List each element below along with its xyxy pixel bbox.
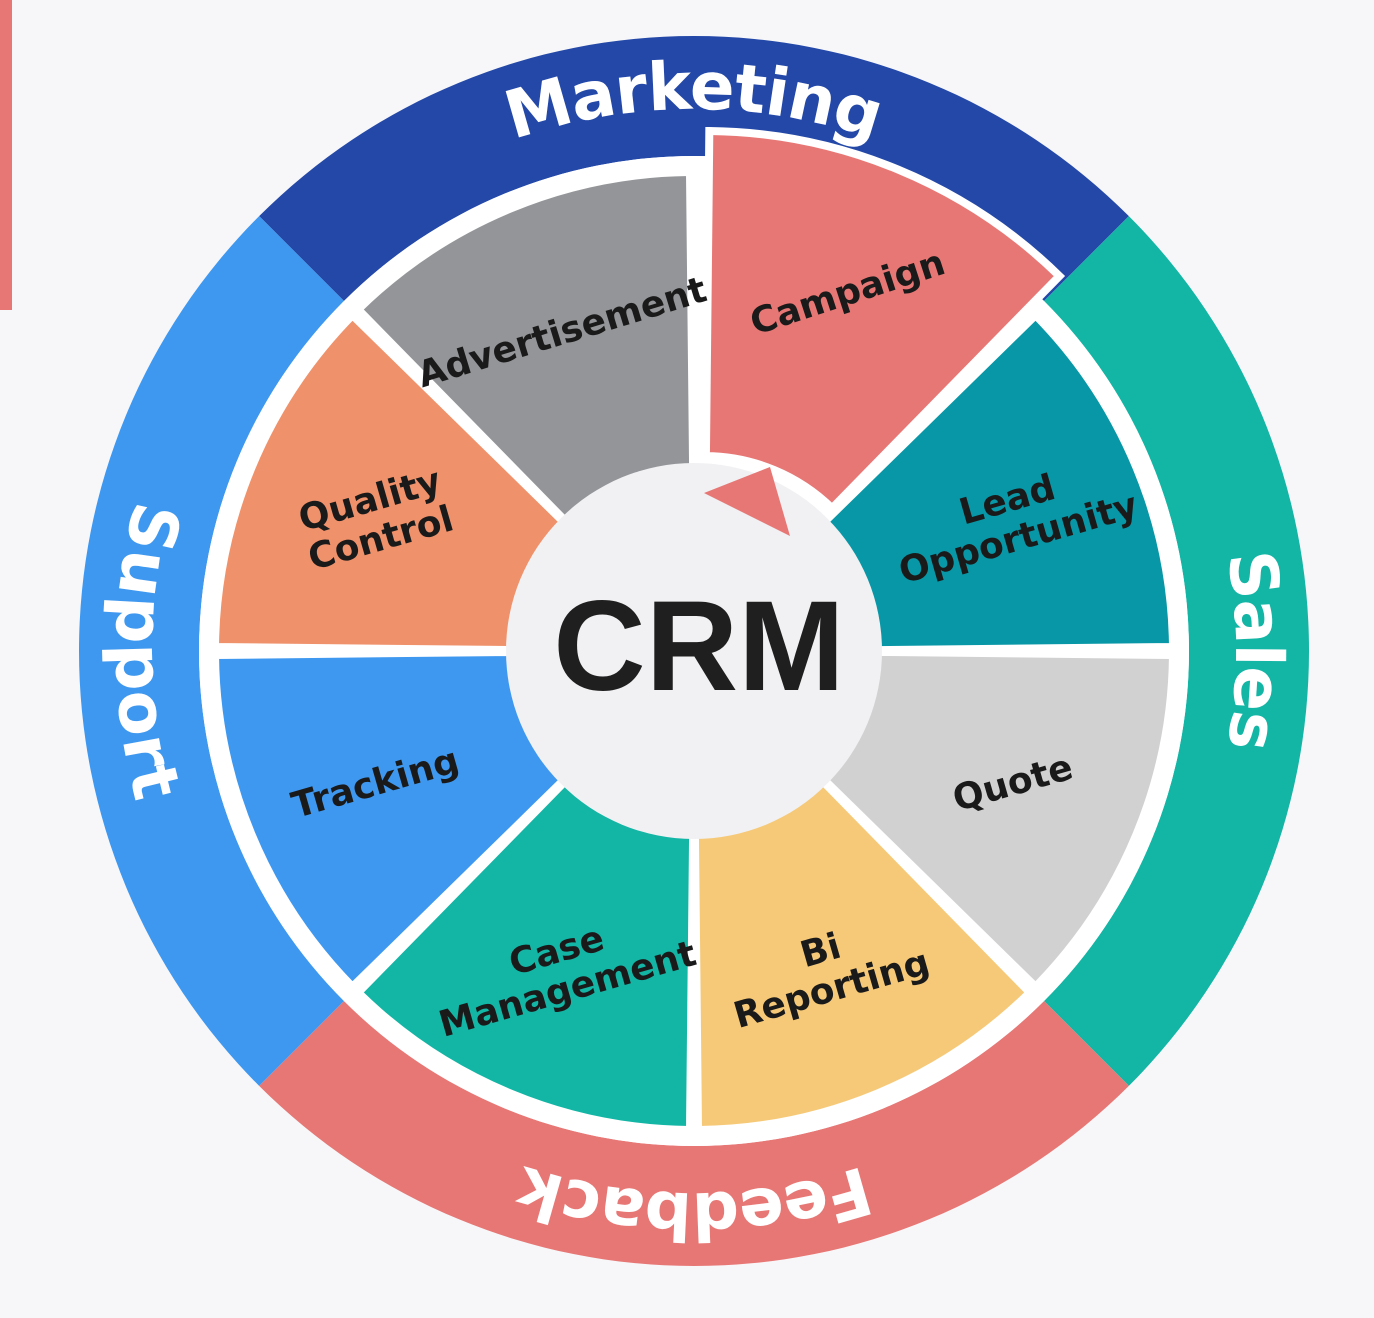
accent-bar xyxy=(0,0,12,310)
segment-advertisement[interactable]: Advertisement xyxy=(355,169,712,525)
center-circle xyxy=(506,463,882,839)
ring-label-sales: Sales xyxy=(1212,546,1297,756)
segment-quote[interactable]: Quote xyxy=(820,649,1176,990)
segment-lead-opportunity[interactable]: LeadOpportunity xyxy=(820,312,1176,653)
segment-campaign[interactable]: Campaign xyxy=(701,126,1066,514)
ring-segment-marketing xyxy=(259,35,1129,301)
center-hub: CRM xyxy=(506,463,882,839)
ring-segment-feedback xyxy=(259,1001,1129,1267)
segment-shape xyxy=(701,126,1066,514)
center-label: CRM xyxy=(553,575,845,718)
ring-segment-support xyxy=(79,216,344,1086)
segment-tracking[interactable]: Tracking xyxy=(212,649,568,990)
pointer-triangle-icon xyxy=(704,467,790,536)
segment-bi-reporting[interactable]: BiReporting xyxy=(692,777,1033,1133)
ring-label-text: Sales xyxy=(1212,546,1297,756)
ring-segment-sales xyxy=(1044,216,1309,1086)
